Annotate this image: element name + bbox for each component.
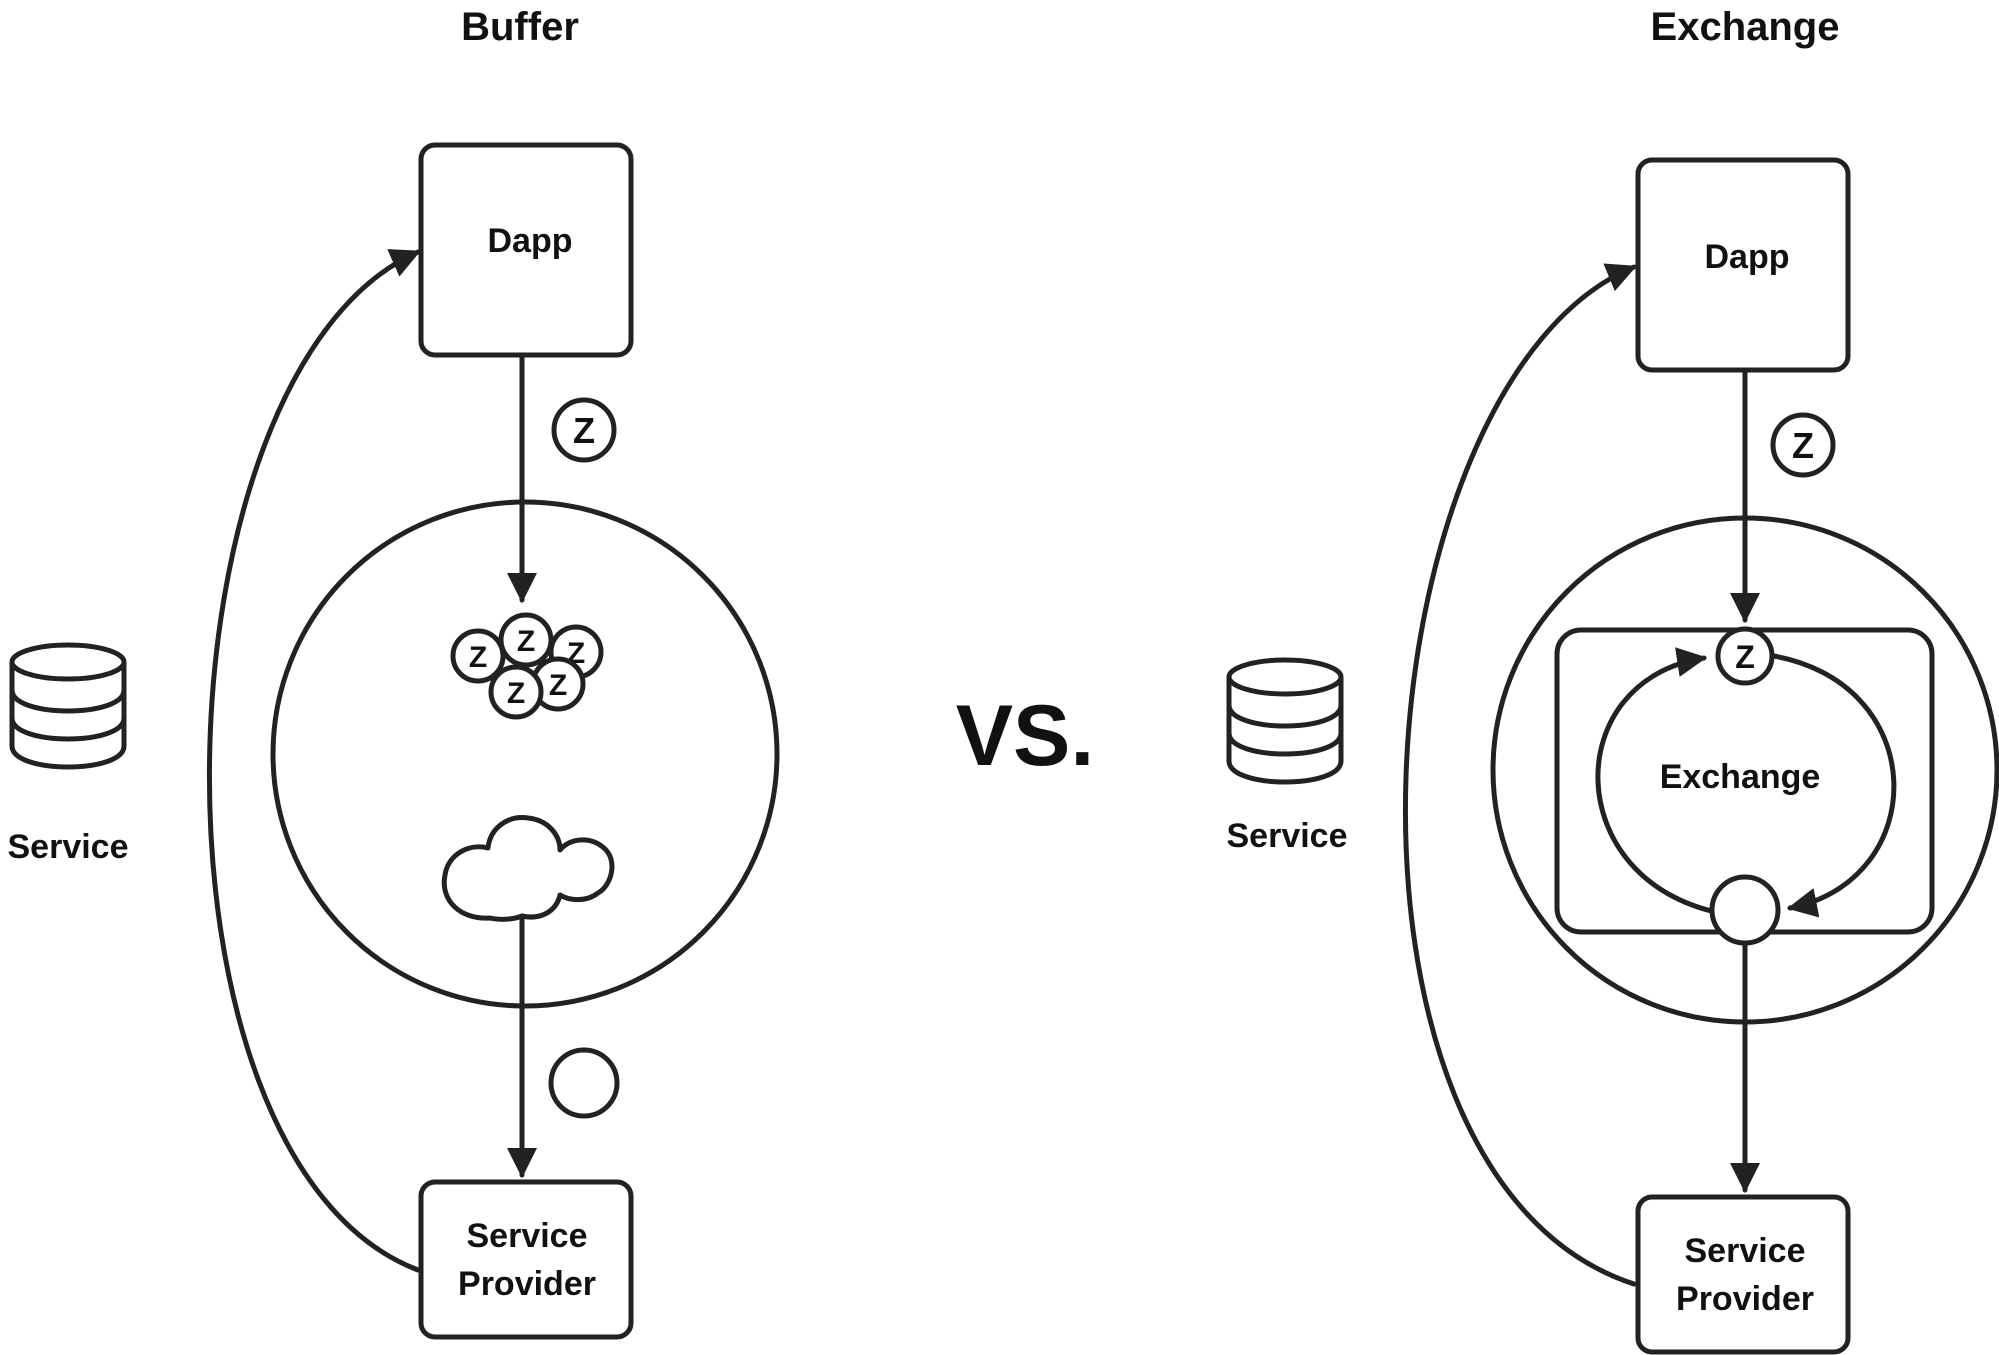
svg-text:Z: Z	[573, 410, 595, 451]
exchange-title: Exchange	[1651, 5, 1840, 49]
vs-label: VS.	[956, 688, 1095, 784]
exchange-module-label: Exchange	[1660, 758, 1821, 796]
buffer-service-label: Service	[8, 828, 129, 866]
buffer-container-circle	[270, 499, 780, 1009]
buffer-title: Buffer	[461, 5, 579, 49]
svg-text:Z: Z	[507, 677, 525, 710]
buffer-provider-label-line1: Service	[467, 1217, 588, 1255]
exchange-provider-box: Service Provider	[1635, 1194, 1851, 1355]
svg-text:Z: Z	[517, 625, 535, 658]
exchange-service-label: Service	[1227, 817, 1348, 855]
svg-text:Z: Z	[469, 641, 487, 674]
database-icon	[1226, 657, 1344, 785]
exchange-dapp-box: Dapp	[1635, 157, 1851, 373]
svg-text:Z: Z	[549, 669, 567, 702]
exchange-loop-arrow-left	[1595, 647, 1723, 916]
buffer-provider-label-line2: Provider	[458, 1265, 596, 1303]
exchange-panel: Exchange Dapp Exchange Z Z	[1226, 5, 1999, 1355]
cloud-icon	[441, 815, 615, 922]
blank-token-icon	[548, 1047, 620, 1119]
zap-token-icon: Z	[551, 397, 617, 463]
database-icon	[9, 642, 127, 770]
buffer-provider-box: Service Provider	[418, 1179, 634, 1340]
exchange-output-token-icon	[1709, 874, 1781, 946]
buffer-dapp-box: Dapp	[418, 142, 634, 358]
exchange-loop-arrow-right	[1765, 652, 1897, 918]
token-pool-icon: Z Z Z Z Z	[450, 612, 604, 720]
exchange-input-token-icon: Z	[1715, 626, 1775, 686]
buffer-panel: Buffer Dapp Z Z Z Z Z Z	[8, 5, 780, 1340]
exchange-provider-label-line1: Service	[1685, 1232, 1806, 1270]
zap-token-icon: Z	[1770, 412, 1836, 478]
exchange-provider-label-line2: Provider	[1676, 1280, 1814, 1318]
exchange-return-arrow	[1403, 263, 1637, 1287]
buffer-dapp-label: Dapp	[488, 222, 573, 260]
exchange-dapp-label: Dapp	[1705, 238, 1790, 276]
svg-text:Z: Z	[1735, 639, 1755, 675]
svg-text:Z: Z	[1792, 425, 1814, 466]
buffer-return-arrow	[207, 249, 421, 1273]
